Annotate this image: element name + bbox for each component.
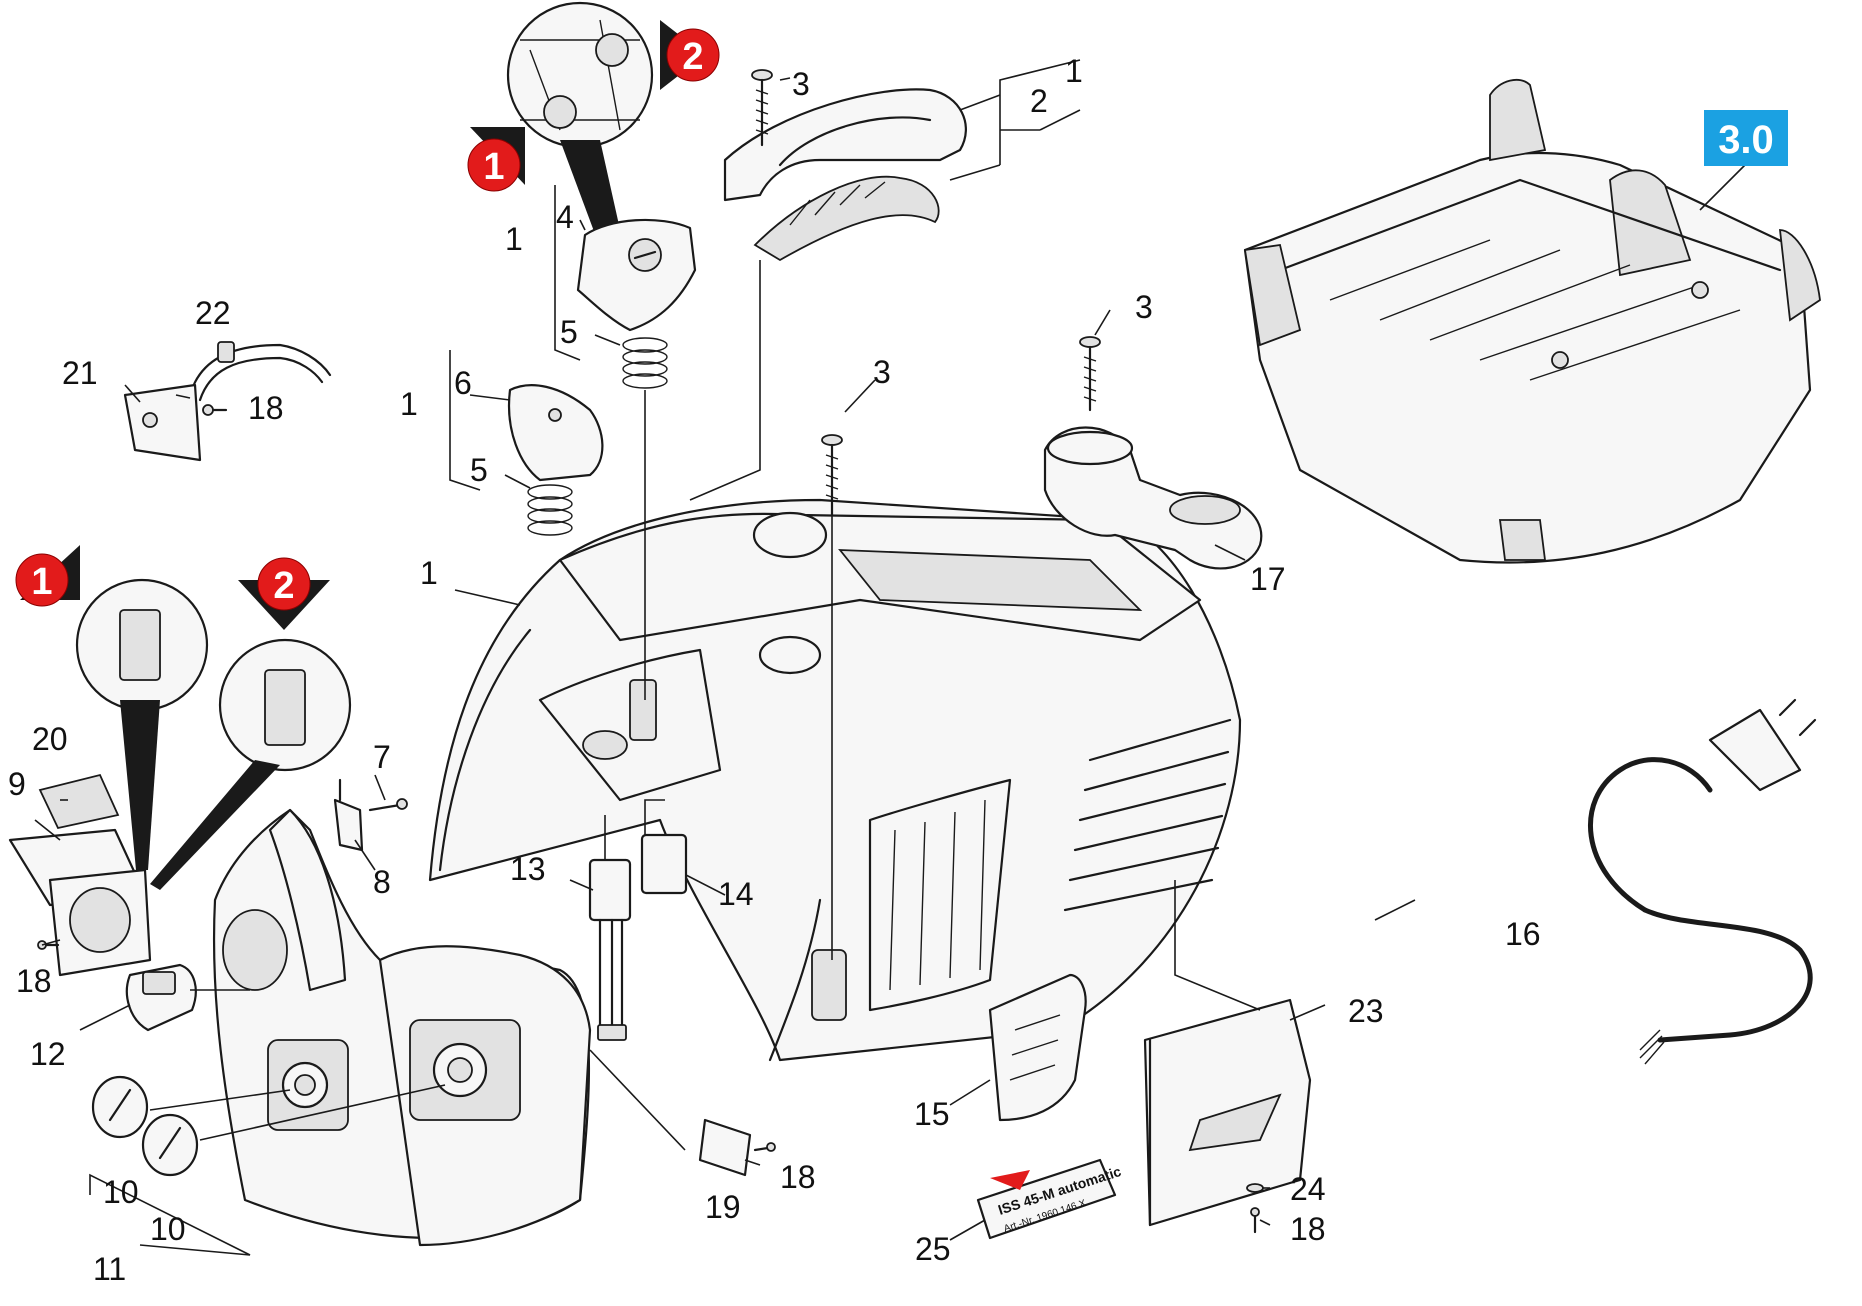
badge-1-top-text: 1 [483,146,504,188]
knob-part-10-a [91,1075,291,1139]
callout-2-handle: 2 [1030,83,1048,119]
connector-part-13 [588,815,632,1041]
callout-24: 24 [1290,1171,1326,1207]
callout-labels: 1 2 3 4 1 5 22 21 18 1 6 5 3 3 17 1 20 9… [8,53,1541,1287]
label-part-20 [38,773,120,830]
washer-part-24 [1246,1183,1264,1193]
badge-detail-1-left: 1 [15,545,80,607]
reference-badge: 3.0 [1704,110,1788,166]
callout-18-left: 18 [16,963,52,999]
spring-part-5-top [622,337,668,700]
bracket-lines [449,185,761,606]
screw-part-3-right [1079,336,1101,412]
callout-16: 16 [1505,916,1541,952]
callout-18-bottom: 18 [1290,1211,1326,1247]
screw-part-18-a [202,404,228,416]
callout-23: 23 [1348,993,1384,1029]
callout-3-mid: 3 [873,354,891,390]
callout-6: 6 [454,365,472,401]
callout-18-top: 18 [248,390,284,426]
callout-13: 13 [510,851,546,887]
main-housing [428,498,1242,1062]
socket-part-9 [8,828,152,977]
callout-18-plate: 18 [780,1159,816,1195]
badge-2-left-text: 2 [273,565,294,607]
callout-3-right: 3 [1135,289,1153,325]
callout-7: 7 [373,739,391,775]
detail-circle-left-2 [150,638,352,890]
handle-part-2 [723,59,1081,262]
plate-part-23 [1143,880,1312,1227]
reference-badge-bg [1704,110,1788,166]
detail-circle-left-1 [75,578,209,870]
cover-part-15 [988,973,1087,1122]
badge-2-top-text: 2 [682,36,703,78]
reference-badge-text: 3.0 [1718,118,1774,162]
screw-part-7 [368,798,408,812]
spring-part-5-left [527,484,573,536]
callout-5-top: 5 [560,314,578,350]
callout-10-b: 10 [150,1211,186,1247]
callout-10-a: 10 [103,1174,139,1210]
callout-1-knob: 1 [505,221,523,257]
callout-25: 25 [915,1231,951,1267]
cap-part-6 [508,384,604,482]
callout-5-left: 5 [470,452,488,488]
callout-1-handle: 1 [1065,53,1083,89]
knob-part-10-b [141,1084,446,1177]
callout-3-top: 3 [792,66,810,102]
badge-1-left-text: 1 [31,561,52,603]
callout-1-housing: 1 [420,555,438,591]
callout-21: 21 [62,355,98,391]
callout-14: 14 [718,876,754,912]
screw-part-3-top [751,69,773,147]
badge-detail-2-left: 2 [238,557,330,630]
knob-part-4 [576,218,697,332]
callout-20: 20 [32,721,68,757]
connector-part-14 [640,799,688,895]
callout-1-cap: 1 [400,386,418,422]
callout-4: 4 [556,199,574,235]
callout-19: 19 [705,1189,741,1225]
callout-11: 11 [93,1251,126,1287]
holder-part-17 [1043,426,1263,570]
callout-8: 8 [373,864,391,900]
callout-9: 9 [8,766,26,802]
badge-detail-2-top: 2 [660,20,720,90]
power-cord-part-16 [1588,698,1817,1065]
switch-part-12 [125,963,250,1032]
badge-detail-1-top: 1 [467,127,525,192]
leader-lines [34,77,1416,1256]
callout-22: 22 [195,295,231,331]
front-shell-part-11 [212,808,592,1247]
screw-part-18-d [1250,1207,1260,1234]
base-frame [1243,78,1821,564]
plate-part-19 [589,1049,752,1177]
screw-part-3-mid [821,434,843,960]
hose-part-22 [188,341,332,402]
screw-part-18-c [753,1142,776,1152]
bracket-part-21 [123,383,202,462]
callout-17: 17 [1250,561,1286,597]
decal-part-25: ISS 45-M automatic Art.-Nr. 1960 146 X [976,1158,1123,1240]
callout-15: 15 [914,1096,950,1132]
clip-part-8 [333,778,364,852]
callout-12: 12 [30,1036,66,1072]
